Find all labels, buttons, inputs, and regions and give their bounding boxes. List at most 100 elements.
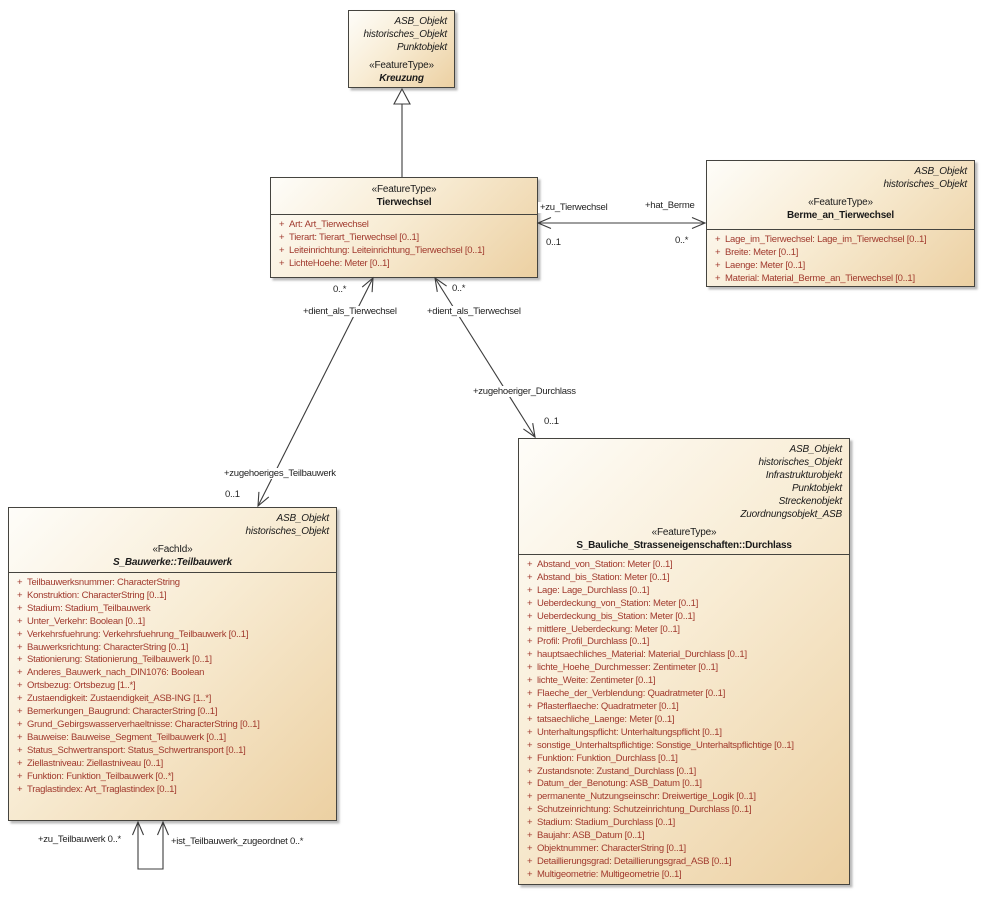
attribute-compartment: +Abstand_von_Station: Meter [0..1]+Absta… [519,554,849,884]
attribute-row: +Unterhaltungspflicht: Unterhaltungspfli… [527,726,722,738]
attribute-row: +Konstruktion: CharacterString [0..1] [17,589,167,601]
override-name: historisches_Objekt [758,457,843,468]
attribute-row: +sonstige_Unterhaltspflichtige: Sonstige… [527,739,794,751]
stereotype: «FeatureType» [651,527,717,538]
override-name: ASB_Objekt [394,16,448,27]
attribute-compartment: +Lage_im_Tierwechsel: Lage_im_Tierwechse… [707,229,974,288]
role-label-zu-tierwechsel: +zu_Tierwechsel [538,202,610,213]
override-name: Punktobjekt [791,483,842,494]
class-header: ASB_Objekt historisches_Objekt «FachId» S… [9,508,336,572]
attribute-row: +Art: Art_Tierwechsel [279,219,369,230]
attribute-compartment: +Teilbauwerksnummer: CharacterString+Kon… [9,572,336,822]
override-name: ASB_Objekt [914,166,968,177]
override-name: Streckenobjekt [778,496,843,507]
role-label-zu-teilbauwerk: +zu_Teilbauwerk 0..* [36,834,123,845]
attribute-row: +Anderes_Bauwerk_nach_DIN1076: Boolean [17,667,205,679]
attribute-row: +Teilbauwerksnummer: CharacterString [17,577,180,588]
attribute-row: +lichte_Hoehe_Durchmesser: Zentimeter [0… [527,662,718,674]
override-name: Punktobjekt [396,42,447,53]
attribute-row: +Funktion: Funktion_Teilbauwerk [0..*] [17,770,174,782]
attribute-row: +Baujahr: ASB_Datum [0..1] [527,830,645,842]
attribute-row: +Zustaendigkeit: Zustaendigkeit_ASB-ING … [17,693,212,705]
attribute-row: +Breite: Meter [0..1] [715,246,799,258]
attribute-row: +Status_Schwertransport: Status_Schwertr… [17,744,246,756]
role-label-ist-teilbauwerk-zugeordnet: +ist_Teilbauwerk_zugeordnet 0..* [169,836,306,847]
stereotype: «FeatureType» [369,60,434,71]
class-header: ASB_Objekt historisches_Objekt «FeatureTy… [707,161,974,229]
attribute-row: +Detaillierungsgrad: Detaillierungsgrad_… [527,855,732,867]
class-box-tierwechsel: «FeatureType» Tierwechsel +Art: Art_Tier… [270,177,538,278]
override-name: ASB_Objekt [789,444,843,455]
attribute-row: +Stationierung: Stationierung_Teilbauwer… [17,654,212,666]
override-name: Infrastrukturobjekt [765,470,842,481]
attribute-row: +Pflasterflaeche: Quadratmeter [0..1] [527,700,679,712]
attribute-row: +lichte_Weite: Zentimeter [0..1] [527,675,656,687]
edge-association-tierwechsel-berme [536,216,707,230]
attribute-row: +Verkehrsfuehrung: Verkehrsfuehrung_Teil… [17,628,249,640]
attribute-row: +Tierart: Tierart_Tierwechsel [0..1] [279,231,419,243]
attribute-row: +Lage_im_Tierwechsel: Lage_im_Tierwechse… [715,234,927,245]
edge-association-teilbauwerk-self [131,820,170,870]
attribute-row: +tatsaechliche_Laenge: Meter [0..1] [527,713,675,725]
class-name: S_Bauliche_Strasseneigenschaften::Durchl… [576,540,792,551]
attribute-row: +Multigeometrie: Multigeometrie [0..1] [527,868,682,880]
class-box-berme-an-tierwechsel: ASB_Objekt historisches_Objekt «FeatureTy… [706,160,975,287]
role-label-dient-als-tierwechsel-right: +dient_als_Tierwechsel [425,306,523,317]
stereotype: «FachId» [152,544,193,555]
attribute-row: +Laenge: Meter [0..1] [715,259,806,271]
attribute-row: +Ziellastniveau: Ziellastniveau [0..1] [17,757,163,769]
multiplicity-zu-tierwechsel: 0..1 [544,237,563,248]
override-name: historisches_Objekt [363,29,448,40]
attribute-row: +Lage: Lage_Durchlass [0..1] [527,584,650,596]
attribute-row: +Bemerkungen_Baugrund: CharacterString [… [17,706,218,718]
attribute-row: +Stadium: Stadium_Teilbauwerk [17,602,151,614]
attribute-row: +Grund_Gebirgswasserverhaeltnisse: Chara… [17,718,260,730]
attribute-row: +Bauweise: Bauweise_Segment_Teilbauwerk … [17,731,226,743]
attribute-row: +Ortsbezug: Ortsbezug [1..*] [17,680,136,692]
attribute-row: +Bauwerksrichtung: CharacterString [0..1… [17,641,189,653]
class-header: «FeatureType» Tierwechsel [271,178,537,214]
override-list: ASB_Objekt historisches_Objekt [9,512,336,538]
override-list: ASB_Objekt historisches_Objekt [707,165,974,191]
class-name: Berme_an_Tierwechsel [787,210,894,221]
multiplicity-hat-berme: 0..* [673,235,691,246]
multiplicity-dient-als-tierwechsel-left: 0..* [331,284,349,295]
edge-association-durchlass-tierwechsel [434,276,536,439]
attribute-row: +Zustandsnote: Zustand_Durchlass [0..1] [527,765,696,777]
role-label-zugehoeriger-durchlass: +zugehoeriger_Durchlass [471,386,578,397]
multiplicity-zugehoeriges-teilbauwerk: 0..1 [223,489,242,500]
override-name: historisches_Objekt [245,526,330,537]
role-label-hat-berme: +hat_Berme [643,200,697,211]
override-name: ASB_Objekt [276,513,330,524]
attribute-row: +LichteHoehe: Meter [0..1] [279,257,390,269]
attribute-row: +Leiteinrichtung: Leiteinrichtung_Tierwe… [279,244,485,256]
stereotype: «FeatureType» [808,197,873,208]
stereotype: «FeatureType» [371,184,437,195]
attribute-row: +permanente_Nutzungseinschr: Dreiwertige… [527,791,756,803]
attribute-row: +Ueberdeckung_bis_Station: Meter [0..1] [527,610,695,622]
attribute-row: +Profil: Profil_Durchlass [0..1] [527,636,650,648]
attribute-compartment: +Art: Art_Tierwechsel+Tierart: Tierart_T… [271,214,537,279]
attribute-row: +Stadium: Stadium_Durchlass [0..1] [527,817,676,829]
attribute-row: +Ueberdeckung_von_Station: Meter [0..1] [527,597,699,609]
override-name: historisches_Objekt [883,179,968,190]
attribute-row: +Abstand_bis_Station: Meter [0..1] [527,571,670,583]
attribute-row: +mittlere_Ueberdeckung: Meter [0..1] [527,623,680,635]
class-box-teilbauwerk: ASB_Objekt historisches_Objekt «FachId» S… [8,507,337,821]
attribute-row: +Funktion: Funktion_Durchlass [0..1] [527,752,678,764]
multiplicity-zugehoeriger-durchlass: 0..1 [542,416,561,427]
role-label-zugehoeriges-teilbauwerk: +zugehoeriges_Teilbauwerk [222,468,338,479]
class-name: S_Bauwerke::Teilbauwerk [113,557,232,568]
attribute-row: +Schutzeinrichtung: Schutzeinrichtung_Du… [527,804,752,816]
multiplicity-dient-als-tierwechsel-right: 0..* [450,283,468,294]
attribute-row: +Material: Material_Berme_an_Tierwechsel… [715,272,915,284]
attribute-row: +Flaeche_der_Verblendung: Quadratmeter [… [527,688,726,700]
role-label-dient-als-tierwechsel-left: +dient_als_Tierwechsel [301,306,399,317]
